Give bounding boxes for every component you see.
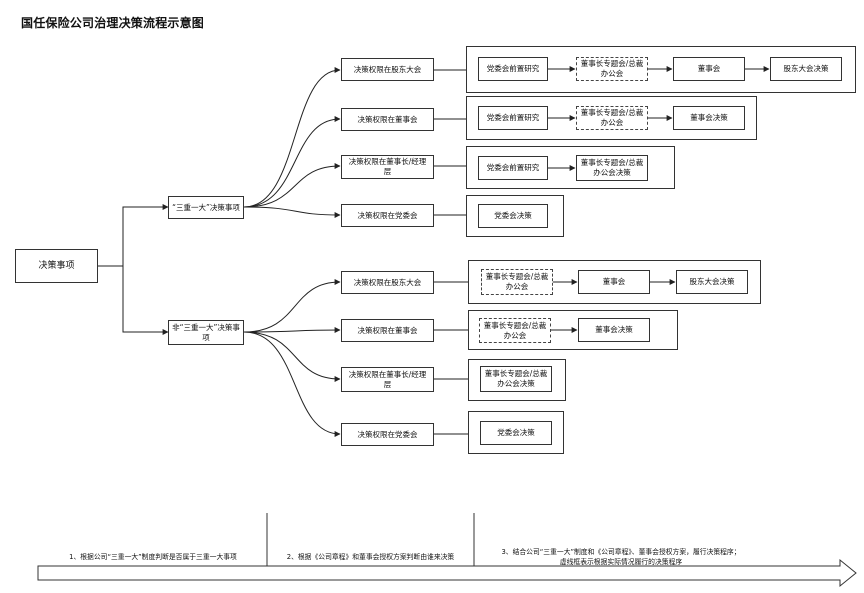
root-node: 决策事项 xyxy=(15,249,98,283)
step-node-optional: 董事长专题会/总裁办公会 xyxy=(479,318,551,343)
step-node: 党委会前置研究 xyxy=(478,57,548,81)
item-node: 决策权限在董事会 xyxy=(341,319,434,342)
timeline-arrow xyxy=(37,558,857,588)
item-node: 决策权限在股东大会 xyxy=(341,58,434,81)
step-node-optional: 董事长专题会/总裁办公会 xyxy=(481,269,553,295)
step-node: 党委会决策 xyxy=(480,421,552,445)
footer-step-2: 2、根据《公司章程》和董事会授权方案判断由谁来决策 xyxy=(286,553,455,561)
branch1-link xyxy=(243,206,341,218)
branch-node-major: “三重一大”决策事项 xyxy=(168,196,244,219)
item-node: 决策权限在党委会 xyxy=(341,204,434,227)
step-node-optional: 董事长专题会/总裁办公会 xyxy=(576,57,648,81)
page-title: 国任保险公司治理决策流程示意图 xyxy=(21,16,205,30)
item-node: 决策权限在董事长/经理层 xyxy=(341,367,434,392)
item-node: 决策权限在党委会 xyxy=(341,423,434,446)
root-link xyxy=(122,266,169,335)
branch2-link xyxy=(243,331,341,437)
step-node: 董事长专题会/总裁办公会决策 xyxy=(576,155,648,181)
footer-step-1: 1、根据公司“三重一大”制度判断是否属于三重一大事项 xyxy=(69,553,237,561)
branch1-link xyxy=(243,67,341,208)
branch2-link xyxy=(243,331,341,382)
step-node: 党委会前置研究 xyxy=(478,156,548,180)
item-node: 决策权限在董事会 xyxy=(341,108,434,131)
step-node: 董事会 xyxy=(673,57,745,81)
branch2-link xyxy=(243,327,341,334)
step-node: 董事会 xyxy=(578,270,650,294)
branch2-link xyxy=(243,279,341,333)
step-node-optional: 董事长专题会/总裁办公会 xyxy=(576,106,648,130)
item-node: 决策权限在股东大会 xyxy=(341,271,434,294)
step-node: 党委会决策 xyxy=(478,204,548,228)
step-node: 董事会决策 xyxy=(673,106,745,130)
root-link xyxy=(98,204,169,267)
step-node: 党委会前置研究 xyxy=(478,106,548,130)
branch1-link xyxy=(243,116,341,208)
step-node: 股东大会决策 xyxy=(676,270,748,294)
footer-step-3-line1: 3、结合公司“三重一大”制度和《公司章程》、董事会授权方案，履行决策程序； xyxy=(501,548,741,556)
footer-step-3: 3、结合公司“三重一大”制度和《公司章程》、董事会授权方案，履行决策程序； 虚线… xyxy=(476,547,766,567)
step-node: 董事长专题会/总裁办公会决策 xyxy=(480,366,552,392)
footer-step-3-line2: 虚线框表示根据实际情况履行的决策程序 xyxy=(559,558,683,566)
step-node: 董事会决策 xyxy=(578,318,650,342)
branch1-link xyxy=(243,163,341,208)
item-node: 决策权限在董事长/经理层 xyxy=(341,155,434,179)
step-node: 股东大会决策 xyxy=(770,57,842,81)
branch-node-nonmajor: 非“三重一大”决策事项 xyxy=(168,320,244,345)
